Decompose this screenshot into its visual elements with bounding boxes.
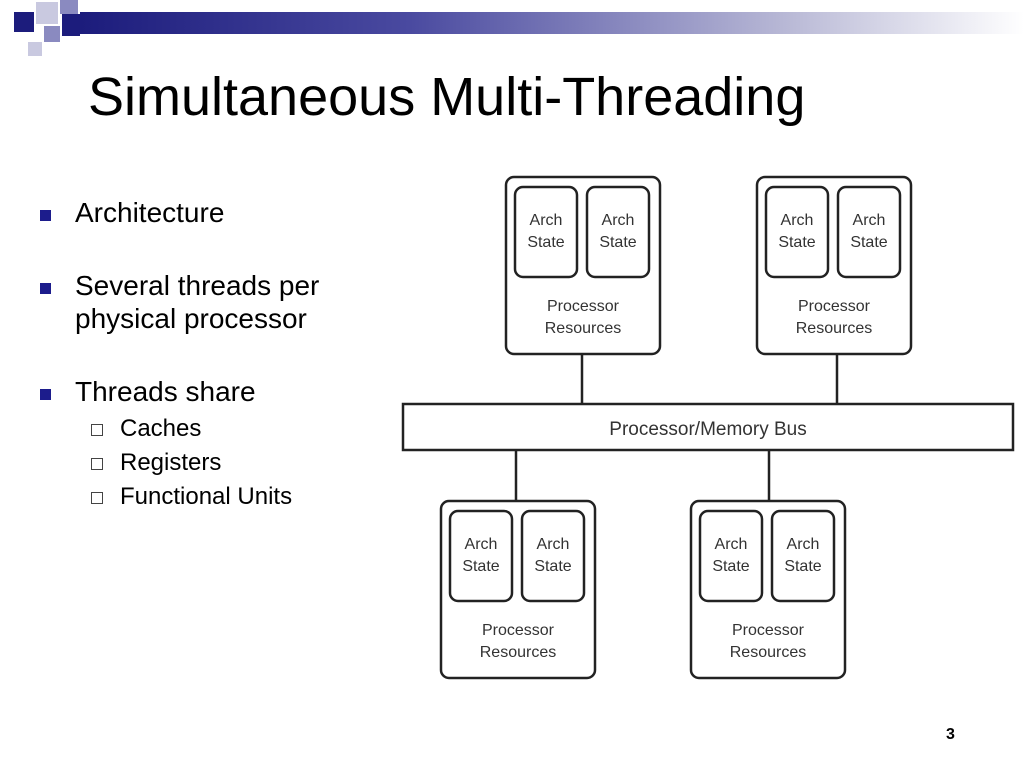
arch-state-outline (764, 185, 830, 279)
bullet-text: Architecture (75, 197, 225, 228)
sub-bullet-text: Caches (120, 415, 202, 442)
arch-state-label: State (784, 558, 821, 575)
bus-connectors (514, 353, 839, 502)
arch-state-label: Arch (715, 536, 748, 553)
deco-square (62, 14, 80, 36)
arch-state-outline (520, 509, 586, 603)
arch-state-outline (513, 185, 579, 279)
processor-resources-label: Resources (796, 320, 872, 337)
arch-state-label: Arch (530, 212, 563, 229)
deco-square (14, 12, 34, 32)
bullet-text: Several threads per physical processor (75, 270, 320, 334)
arch-state-label: Arch (537, 536, 570, 553)
arch-state-outline (698, 509, 764, 603)
bullet-square-icon (40, 283, 51, 294)
processor-resources-label: Processor (732, 622, 805, 639)
arch-state-outline (448, 509, 514, 603)
arch-state-label: State (462, 558, 499, 575)
processor-resources-label: Resources (480, 644, 556, 661)
arch-state-label: State (850, 234, 887, 251)
memory-bus: Processor/Memory Bus (401, 402, 1015, 452)
arch-state-label: Arch (787, 536, 820, 553)
sub-bullet-text: Registers (120, 449, 222, 476)
sub-bullet-list: Caches Registers Functional Units (75, 412, 388, 514)
sub-bullet-item: Caches (75, 412, 388, 446)
bullet-item: Architecture (38, 196, 388, 229)
processor-resources-label: Resources (730, 644, 806, 661)
arch-state-outline (585, 185, 651, 279)
bullet-list: Architecture Several threads per physica… (38, 196, 388, 514)
processor-resources-label: Processor (547, 298, 620, 315)
arch-state-label: State (599, 234, 636, 251)
hollow-square-icon (91, 458, 103, 470)
arch-state-label: Arch (853, 212, 886, 229)
arch-state-label: State (712, 558, 749, 575)
processor-resources-label: Processor (798, 298, 871, 315)
header-decoration (0, 0, 1024, 60)
bullet-item: Threads share Caches Registers Functiona… (38, 375, 388, 514)
sub-bullet-item: Functional Units (75, 480, 388, 514)
hollow-square-icon (91, 492, 103, 504)
deco-square (36, 2, 58, 24)
arch-state-label: Arch (781, 212, 814, 229)
processor-group: ArchStateArchStateProcessorResourcesArch… (439, 175, 913, 680)
bullet-text: Threads share (75, 376, 256, 407)
deco-square (28, 42, 42, 56)
bullet-item: Several threads per physical processor (38, 269, 388, 335)
bus-box (401, 402, 1015, 452)
arch-state-label: State (534, 558, 571, 575)
processor-resources-label: Resources (545, 320, 621, 337)
page-number: 3 (946, 726, 955, 743)
slide-title: Simultaneous Multi-Threading (88, 67, 806, 127)
deco-square (44, 26, 60, 42)
sub-bullet-text: Functional Units (120, 483, 293, 510)
deco-square (60, 0, 78, 14)
sub-bullet-item: Registers (75, 446, 388, 480)
arch-state-outline (770, 509, 836, 603)
smt-architecture-diagram: Processor/Memory Bus ArchStateArchStateP… (401, 175, 1015, 680)
processor-resources-label: Processor (482, 622, 555, 639)
arch-state-label: Arch (465, 536, 498, 553)
header-gradient-bar (80, 12, 1024, 34)
arch-state-label: State (527, 234, 564, 251)
bullet-square-icon (40, 389, 51, 400)
hollow-square-icon (91, 424, 103, 436)
bullet-square-icon (40, 210, 51, 221)
bus-label: Processor/Memory Bus (609, 419, 806, 440)
arch-state-label: Arch (602, 212, 635, 229)
arch-state-outline (836, 185, 902, 279)
arch-state-label: State (778, 234, 815, 251)
